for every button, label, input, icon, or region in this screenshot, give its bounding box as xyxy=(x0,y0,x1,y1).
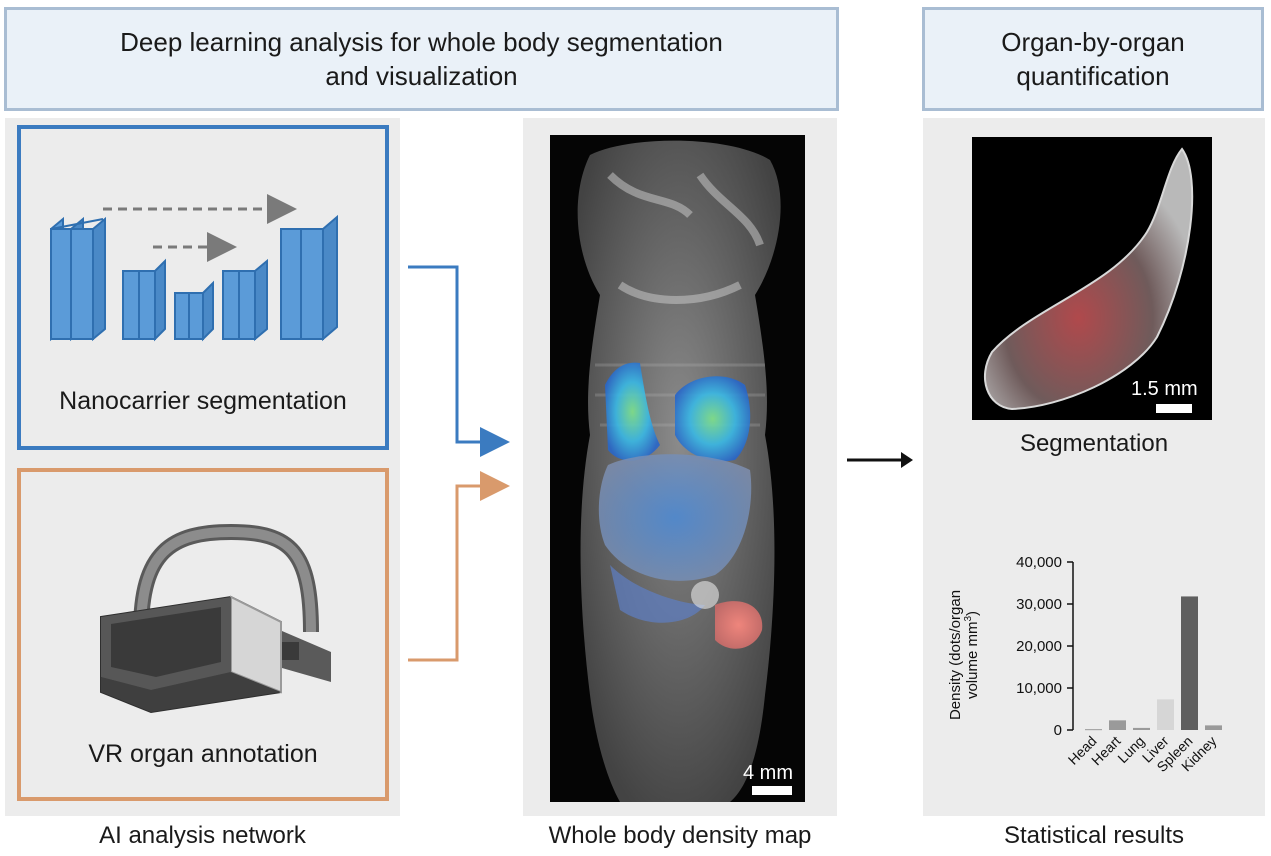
bar-heart xyxy=(1109,720,1126,730)
whole-body-density-image xyxy=(550,135,805,802)
unet-diagram-icon xyxy=(50,194,338,342)
left-header-line2: and visualization xyxy=(325,61,518,91)
flow-arrow xyxy=(847,452,913,468)
right-header-line2: quantification xyxy=(1016,61,1170,91)
bar-lung xyxy=(1133,727,1150,730)
bar-kidney xyxy=(1205,725,1222,730)
unet-decoder-block-2 xyxy=(222,258,268,342)
segmentation-scale-label: 1.5 mm xyxy=(1131,378,1198,400)
unet-encoder-block-1 xyxy=(50,216,106,342)
y-tick-label: 30,000 xyxy=(1016,596,1062,613)
connector-arrows xyxy=(408,265,510,662)
right-header-line1: Organ-by-organ xyxy=(1001,27,1185,57)
nanocarrier-label: Nanocarrier segmentation xyxy=(59,387,347,415)
y-tick-label: 10,000 xyxy=(1016,680,1062,697)
segmentation-scale-bar xyxy=(1156,404,1192,413)
segmentation-label: Segmentation xyxy=(1019,430,1169,457)
unet-encoder-block-2 xyxy=(122,258,166,342)
y-axis-label-line2: volume mm3) xyxy=(963,611,981,699)
blue-connector-arrow xyxy=(408,265,510,457)
left-header-line1: Deep learning analysis for whole body se… xyxy=(120,27,723,57)
bar-spleen xyxy=(1181,596,1198,730)
vr-annotation-box: VR organ annotation xyxy=(17,468,389,801)
y-axis-label-line1: Density (dots/organ xyxy=(947,590,964,720)
density-scale-label: 4 mm xyxy=(743,762,793,784)
y-axis-label: Density (dots/organ volume mm3) xyxy=(947,590,981,720)
bar-head xyxy=(1085,729,1102,731)
right-header-box: Organ-by-organ quantification xyxy=(922,7,1264,111)
orange-connector-arrow xyxy=(408,471,510,662)
unet-bottleneck-block xyxy=(174,280,214,342)
vr-headset-icon xyxy=(100,523,331,714)
ai-caption: AI analysis network xyxy=(99,822,306,849)
stats-caption: Statistical results xyxy=(1003,822,1185,849)
unet-decoder-block-1 xyxy=(280,214,338,342)
density-scale-bar xyxy=(752,786,792,795)
y-tick-label: 0 xyxy=(1054,722,1062,739)
density-caption: Whole body density map xyxy=(548,822,812,849)
nanocarrier-box: Nanocarrier segmentation xyxy=(17,125,389,450)
vr-label: VR organ annotation xyxy=(88,740,318,768)
bar-liver xyxy=(1157,699,1174,730)
density-bar-chart: Density (dots/organ volume mm3) 0 10,000 2… xyxy=(947,554,1222,775)
y-tick-label: 20,000 xyxy=(1016,638,1062,655)
spleen-segmentation-image xyxy=(972,137,1212,420)
left-header-box: Deep learning analysis for whole body se… xyxy=(4,7,839,111)
y-tick-label: 40,000 xyxy=(1016,554,1062,571)
